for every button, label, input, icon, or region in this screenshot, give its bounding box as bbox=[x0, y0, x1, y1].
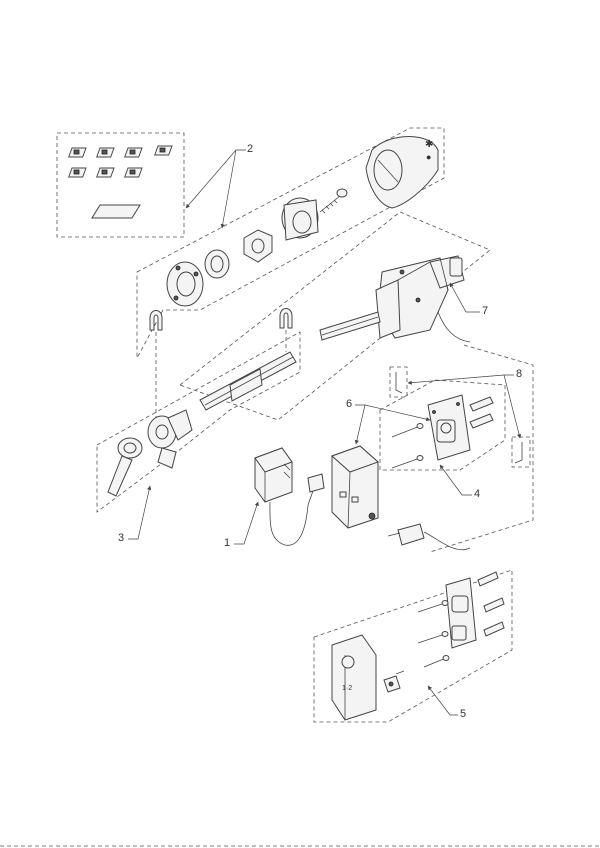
power-adapter bbox=[254, 447, 325, 546]
motor-body bbox=[375, 255, 465, 339]
u-clip-left bbox=[149, 310, 163, 331]
control-housing bbox=[331, 445, 379, 529]
mounting-screws bbox=[391, 423, 424, 469]
mounting-plate bbox=[427, 394, 471, 461]
spindle-shaft bbox=[199, 351, 297, 411]
wall-plugs bbox=[469, 396, 494, 429]
motor-cable bbox=[437, 311, 471, 343]
drive-spindle bbox=[319, 311, 381, 341]
surface-mount-kit-box: 1·2 bbox=[313, 569, 513, 723]
clip-kit-box bbox=[56, 132, 185, 238]
knob-sleeve bbox=[281, 197, 319, 241]
surface-screws bbox=[417, 600, 450, 668]
surface-cover: 1·2 bbox=[331, 634, 377, 721]
u-clip-right bbox=[279, 308, 293, 329]
callout-7: 7 bbox=[482, 305, 489, 317]
small-bracket bbox=[383, 670, 405, 693]
rosette-plate bbox=[166, 261, 204, 307]
knob-assembly-box: ✱ ● bbox=[136, 127, 445, 359]
surface-plate bbox=[445, 577, 477, 649]
mounting-clip-set bbox=[68, 145, 173, 178]
callout-5: 5 bbox=[460, 708, 467, 720]
callout-8: 8 bbox=[516, 368, 523, 380]
svg-text:1·2: 1·2 bbox=[342, 685, 352, 692]
leader-lines bbox=[128, 149, 522, 716]
adhesive-pad bbox=[91, 204, 141, 219]
svg-text:✱: ✱ bbox=[425, 139, 433, 150]
thumbturn-lever bbox=[107, 437, 143, 497]
callout-1: 1 bbox=[224, 537, 231, 549]
cover-screw bbox=[319, 188, 348, 214]
cam-assembly-box bbox=[96, 308, 301, 513]
callout-4: 4 bbox=[474, 488, 481, 500]
dc-plug bbox=[387, 523, 471, 551]
cam-part bbox=[147, 409, 193, 469]
svg-text:●: ● bbox=[426, 152, 431, 162]
callout-6: 6 bbox=[346, 398, 353, 410]
adapter-cable bbox=[269, 487, 315, 546]
surface-plugs bbox=[477, 571, 505, 637]
knob-cover: ✱ ● bbox=[365, 136, 439, 209]
hex-key-right bbox=[511, 436, 531, 468]
callout-3: 3 bbox=[118, 532, 125, 544]
mounting-plate-box bbox=[379, 379, 506, 471]
hex-key-left bbox=[389, 366, 408, 398]
callout-2: 2 bbox=[247, 143, 254, 155]
motor-unit bbox=[179, 211, 491, 421]
